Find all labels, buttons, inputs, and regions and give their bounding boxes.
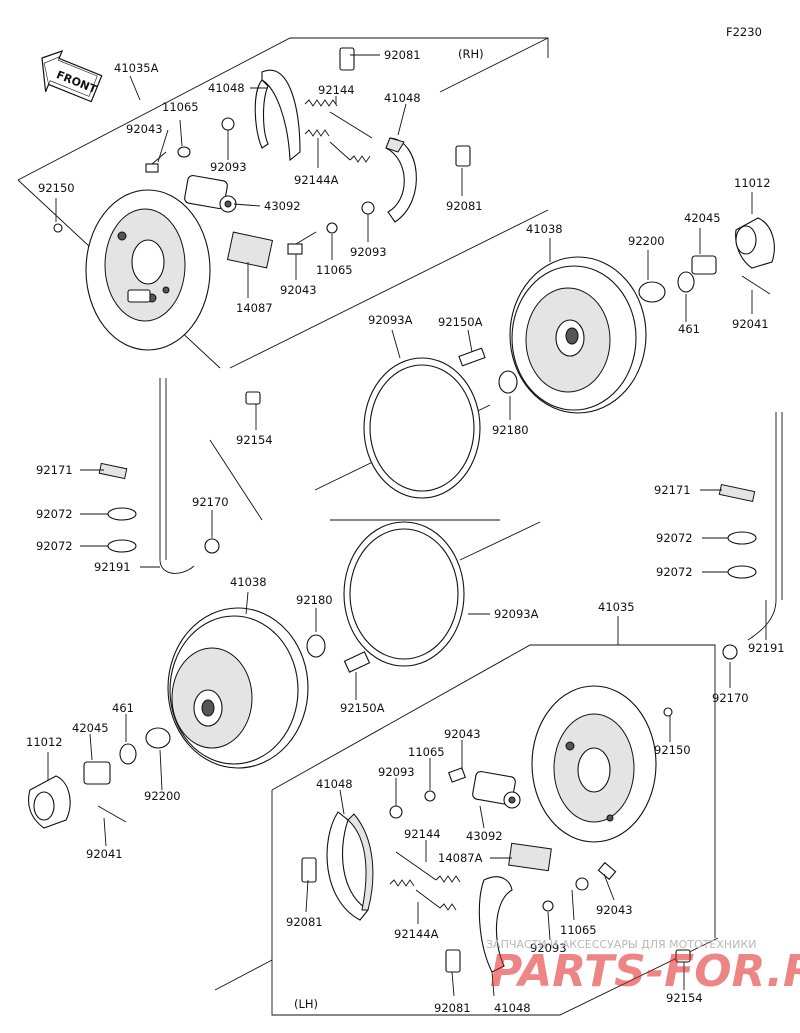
backing-plate-lh <box>531 685 673 843</box>
label-92144A-lh: 92144A <box>394 927 439 941</box>
label-41038-lh: 41038 <box>230 575 267 589</box>
watermark-line1: ЗАПЧАСТИ И АКСЕССУАРЫ ДЛЯ МОТОТЕХНИКИ <box>486 938 756 951</box>
label-41035: 41035 <box>598 600 635 614</box>
label-11065-lh-right: 11065 <box>560 923 597 937</box>
label-14087-rh: 14087 <box>236 301 273 315</box>
springs-rh <box>304 99 373 163</box>
label-11012-rh: 11012 <box>734 176 771 190</box>
lh-frame <box>214 644 719 1016</box>
brake-shoe-rh-upper <box>254 69 301 162</box>
figure-code: F2230 <box>726 25 762 39</box>
label-42045-rh: 42045 <box>684 211 721 225</box>
label-92072-left-a: 92072 <box>36 507 73 521</box>
label-92154-lh: 92154 <box>666 991 703 1005</box>
label-461-lh: 461 <box>112 701 134 715</box>
label-92150A-rh: 92150A <box>438 315 483 329</box>
rh-side-label: (RH) <box>458 47 484 61</box>
label-92191-left: 92191 <box>94 560 131 574</box>
label-41048-lh-left: 41048 <box>316 777 353 791</box>
lh-side-label: (LH) <box>294 997 318 1011</box>
label-92093A-top: 92093A <box>368 313 413 327</box>
label-41048-lh-bottom: 41048 <box>494 1001 531 1015</box>
brake-shoe-lh-left <box>326 811 374 921</box>
label-92180-rh: 92180 <box>492 423 529 437</box>
watermark-line2: PARTS-FOR.RU <box>490 946 800 997</box>
brake-shoe-lh-right <box>478 876 513 973</box>
label-92041-rh: 92041 <box>732 317 769 331</box>
label-92093-rh-right: 92093 <box>350 245 387 259</box>
brake-drum-lh <box>167 607 309 769</box>
label-43092-rh: 43092 <box>264 199 301 213</box>
label-92154-rh: 92154 <box>236 433 273 447</box>
hub-parts-rh <box>245 217 775 405</box>
label-92072-right-a: 92072 <box>656 531 693 545</box>
label-92170-left: 92170 <box>192 495 229 509</box>
label-92150A-lh: 92150A <box>340 701 385 715</box>
label-92081-lh-bottom: 92081 <box>434 1001 471 1015</box>
label-11065-rh-right: 11065 <box>316 263 353 277</box>
label-92144-rh: 92144 <box>318 83 355 97</box>
label-92043-lh-top: 92043 <box>444 727 481 741</box>
label-43092-lh: 43092 <box>466 829 503 843</box>
brake-drum-rh <box>509 256 647 414</box>
wheel-cylinder-rh <box>184 174 237 213</box>
label-92200-lh: 92200 <box>144 789 181 803</box>
label-92170-right: 92170 <box>712 691 749 705</box>
springs-lh <box>389 851 461 911</box>
label-92081-lh-left: 92081 <box>286 915 323 929</box>
hardware-lh <box>301 767 691 973</box>
brake-shoe-rh-lower <box>385 137 417 223</box>
label-41035A: 41035A <box>114 61 159 75</box>
wheel-cylinder-lh <box>472 770 521 809</box>
label-92093-lh-top: 92093 <box>378 765 415 779</box>
label-42045-lh: 42045 <box>72 721 109 735</box>
label-11065-lh-top: 11065 <box>408 745 445 759</box>
seal-rings <box>343 357 481 667</box>
label-92171-left: 92171 <box>36 463 73 477</box>
label-92093-lh-bottom: 92093 <box>530 941 567 955</box>
label-92093-rh-left: 92093 <box>210 160 247 174</box>
rh-frame <box>17 37 549 369</box>
label-92081-rh-top: 92081 <box>384 48 421 62</box>
label-92072-left-b: 92072 <box>36 539 73 553</box>
label-92081-rh-right: 92081 <box>446 199 483 213</box>
label-14087A-lh: 14087A <box>438 851 483 865</box>
label-92171-right: 92171 <box>654 483 691 497</box>
label-92191-right: 92191 <box>748 641 785 655</box>
front-arrow-icon: FRONT <box>41 50 103 103</box>
backing-plate-rh <box>85 189 211 351</box>
label-461-rh: 461 <box>678 322 700 336</box>
label-41048-rh-top: 41048 <box>208 81 245 95</box>
label-92043-lh-right: 92043 <box>596 903 633 917</box>
label-92043-rh-left: 92043 <box>126 122 163 136</box>
label-92043-rh-right: 92043 <box>280 283 317 297</box>
label-92150-rh: 92150 <box>38 181 75 195</box>
label-92144A-rh: 92144A <box>294 173 339 187</box>
label-11065-rh-left: 11065 <box>162 100 199 114</box>
hardware-rh <box>53 47 471 269</box>
leader-lines <box>47 54 767 997</box>
label-92150-lh: 92150 <box>654 743 691 757</box>
label-92072-right-b: 92072 <box>656 565 693 579</box>
label-92200-rh: 92200 <box>628 234 665 248</box>
watermark: ЗАПЧАСТИ И АКСЕССУАРЫ ДЛЯ МОТОТЕХНИКИ PA… <box>486 938 800 997</box>
label-92093A-bottom: 92093A <box>494 607 539 621</box>
hub-parts-lh <box>27 634 371 829</box>
brake-hoses <box>98 378 783 660</box>
label-41038-rh: 41038 <box>526 222 563 236</box>
label-92180-lh: 92180 <box>296 593 333 607</box>
label-41048-rh-right: 41048 <box>384 91 421 105</box>
label-11012-lh: 11012 <box>26 735 63 749</box>
label-92144-lh: 92144 <box>404 827 441 841</box>
label-92041-lh: 92041 <box>86 847 123 861</box>
